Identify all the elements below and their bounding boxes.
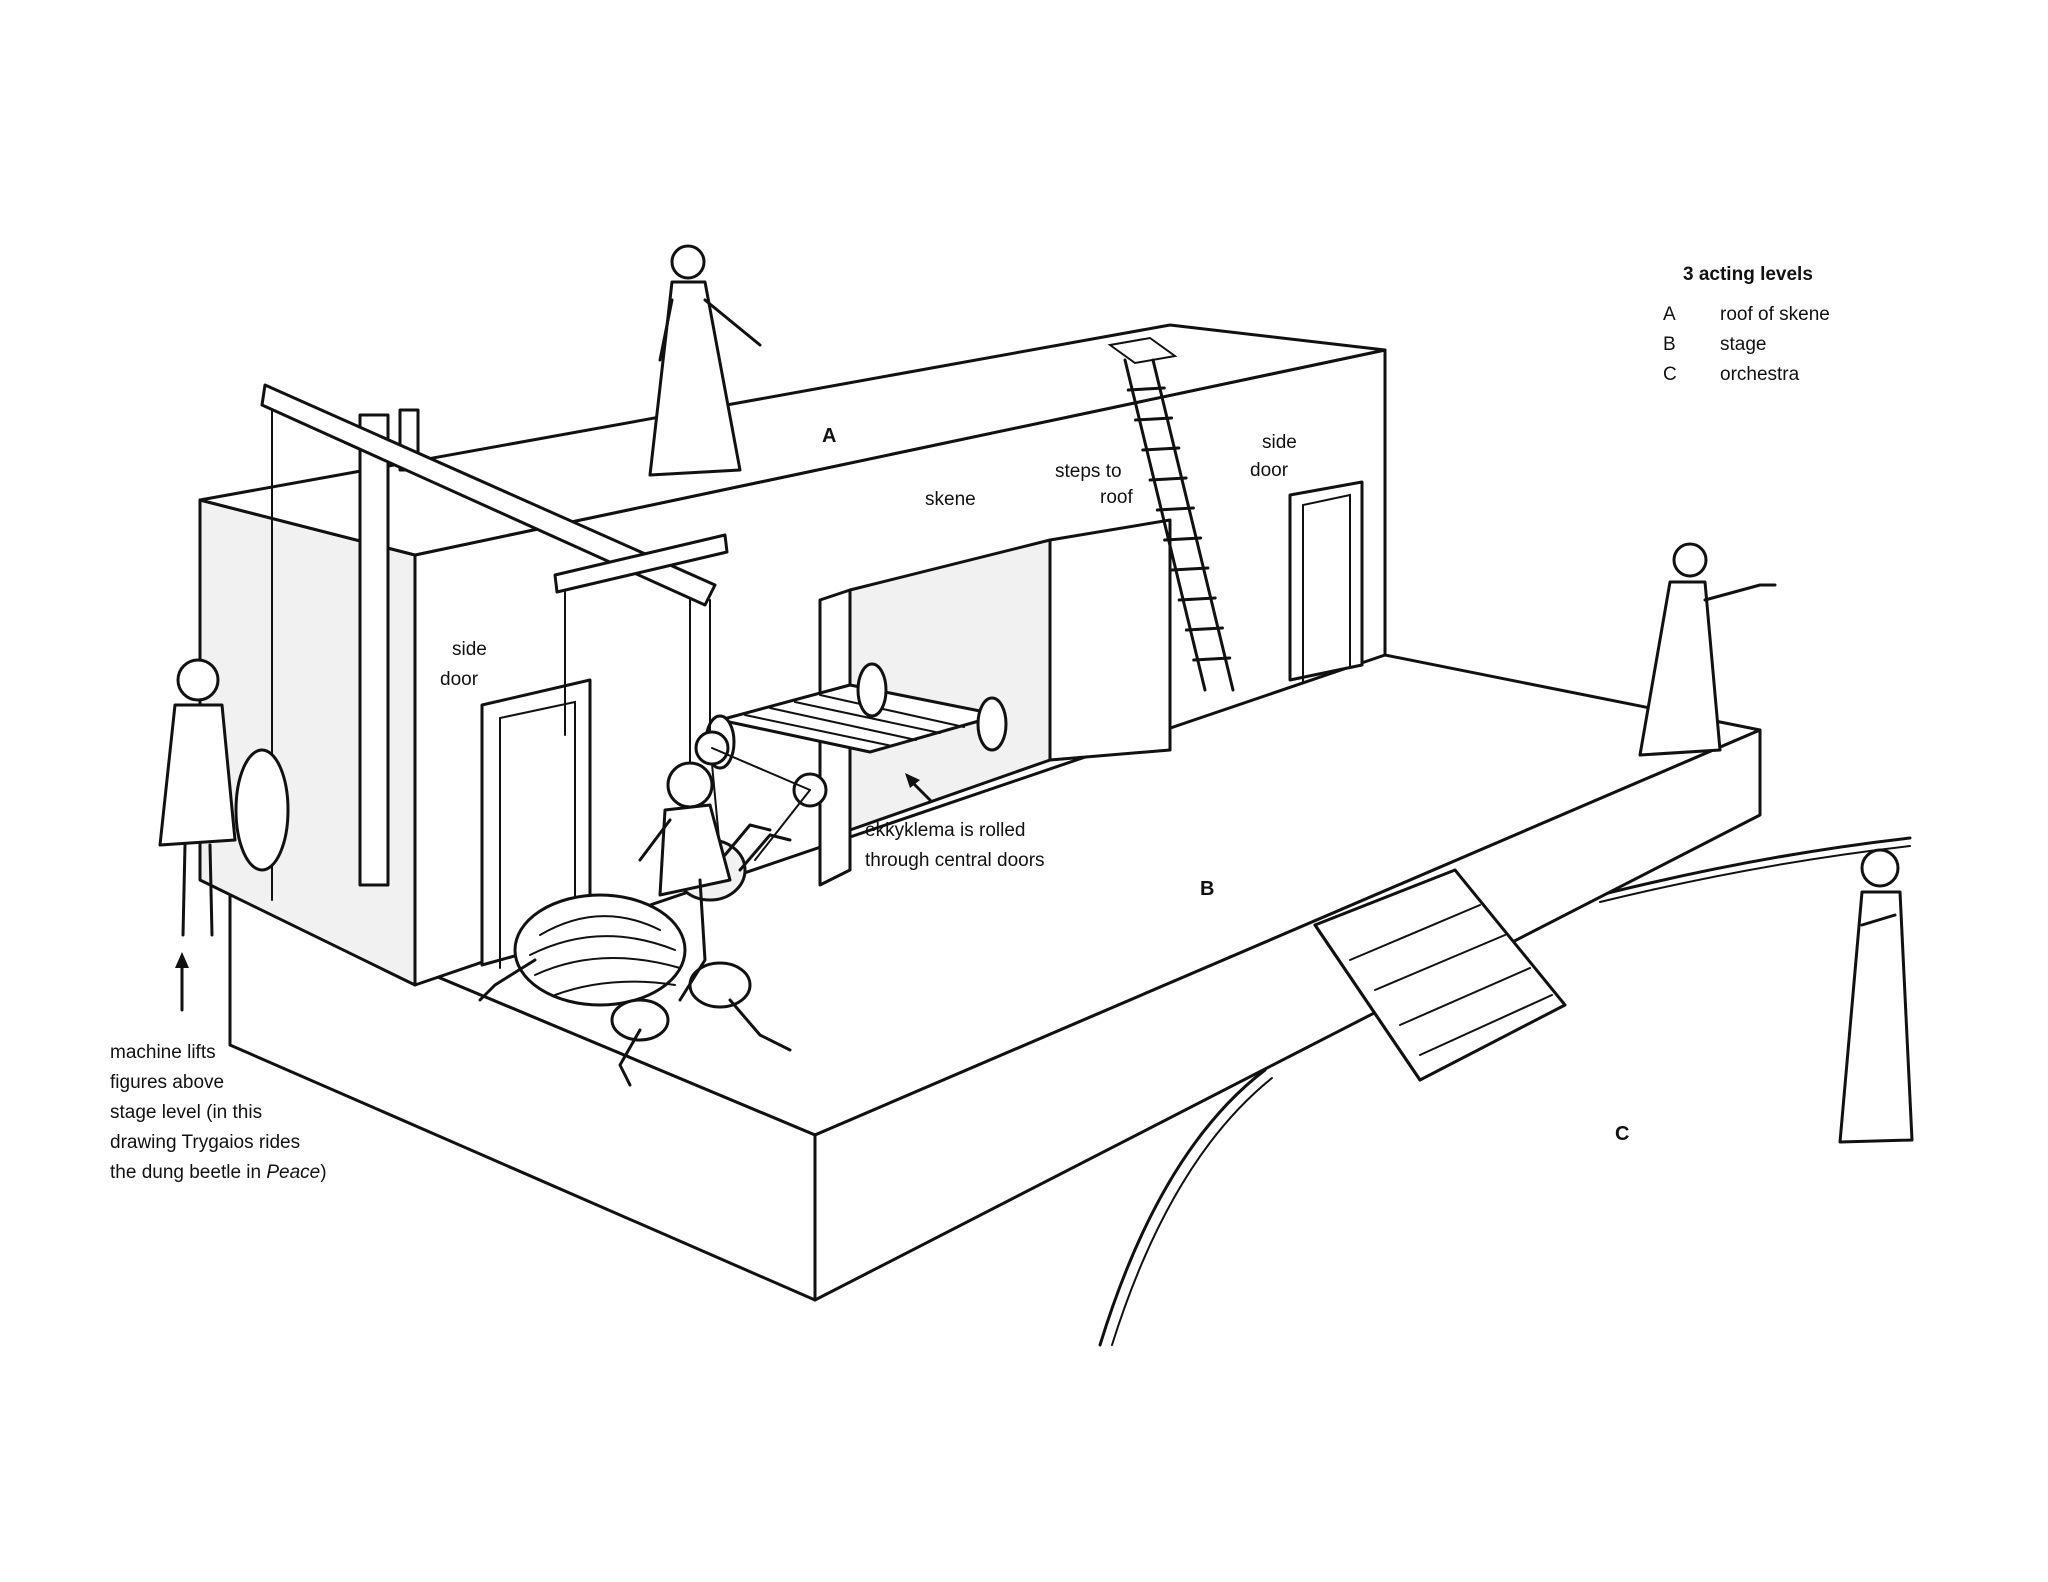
stage-steps [1313, 868, 1567, 1082]
steps-label-line1: steps to [1055, 461, 1122, 482]
legend-text-b: stage [1720, 334, 1766, 355]
ladder-rung [1155, 506, 1195, 512]
figure-machine-operator [158, 658, 290, 937]
legend-key-a: A [1663, 304, 1676, 325]
ladder-rung [1134, 416, 1174, 422]
figure-trygaios [638, 761, 732, 1002]
skene-label: skene [925, 489, 976, 510]
ladder-rung [1141, 446, 1181, 452]
ladder-rung [1192, 656, 1232, 662]
legend-title: 3 acting levels [1683, 264, 1813, 285]
machine-note-4: drawing Trygaios rides [110, 1132, 300, 1153]
figure-orchestra [1838, 848, 1914, 1144]
ekkyklema-arrow [905, 773, 932, 802]
side-door-left-label-2: door [440, 669, 479, 690]
legend-text-c: orchestra [1720, 364, 1800, 385]
ladder-rail-left [1123, 358, 1207, 692]
legend-text-a: roof of skene [1720, 304, 1830, 325]
ladder-rung [1148, 476, 1188, 482]
mechane-crane [260, 383, 828, 901]
legend-key-b: B [1663, 334, 1676, 355]
level-label-b: B [1200, 878, 1214, 900]
ladder-rung [1163, 536, 1203, 542]
ladder [1123, 358, 1235, 692]
figure-on-roof [648, 244, 762, 477]
machine-arrow [175, 952, 189, 1012]
ladder-rung [1126, 386, 1166, 392]
ladder-rail-right [1151, 358, 1235, 692]
legend-key-c: C [1663, 364, 1677, 385]
machine-note-1: machine lifts [110, 1042, 216, 1063]
legend: 3 acting levels A roof of skene B stage … [1663, 264, 1830, 385]
figure-stage-right [1638, 542, 1777, 757]
machine-note-3: stage level (in this [110, 1102, 262, 1123]
side-door-right-label-1: side [1262, 432, 1297, 453]
side-door-right-label-2: door [1250, 460, 1289, 481]
ekkyklema-label-1: ekkyklema is rolled [865, 820, 1026, 841]
level-label-c: C [1615, 1123, 1629, 1145]
side-door-right [1288, 480, 1364, 683]
steps-label-line2: roof [1100, 487, 1133, 508]
ladder-rung [1170, 566, 1210, 572]
machine-note-5: the dung beetle in Peace) [110, 1162, 327, 1183]
ladder-rung [1184, 626, 1224, 632]
side-door-left-label-1: side [452, 639, 487, 660]
level-label-a: A [822, 425, 836, 447]
ladder-rung [1177, 596, 1217, 602]
ekkyklema-platform [704, 662, 1008, 770]
machine-note-5-italic: Peace [266, 1162, 320, 1183]
machine-note-5-prefix: the dung beetle in [110, 1162, 266, 1183]
machine-note-5-suffix: ) [320, 1162, 326, 1183]
ekkyklema-label-2: through central doors [865, 850, 1045, 871]
machine-note-2: figures above [110, 1072, 224, 1093]
